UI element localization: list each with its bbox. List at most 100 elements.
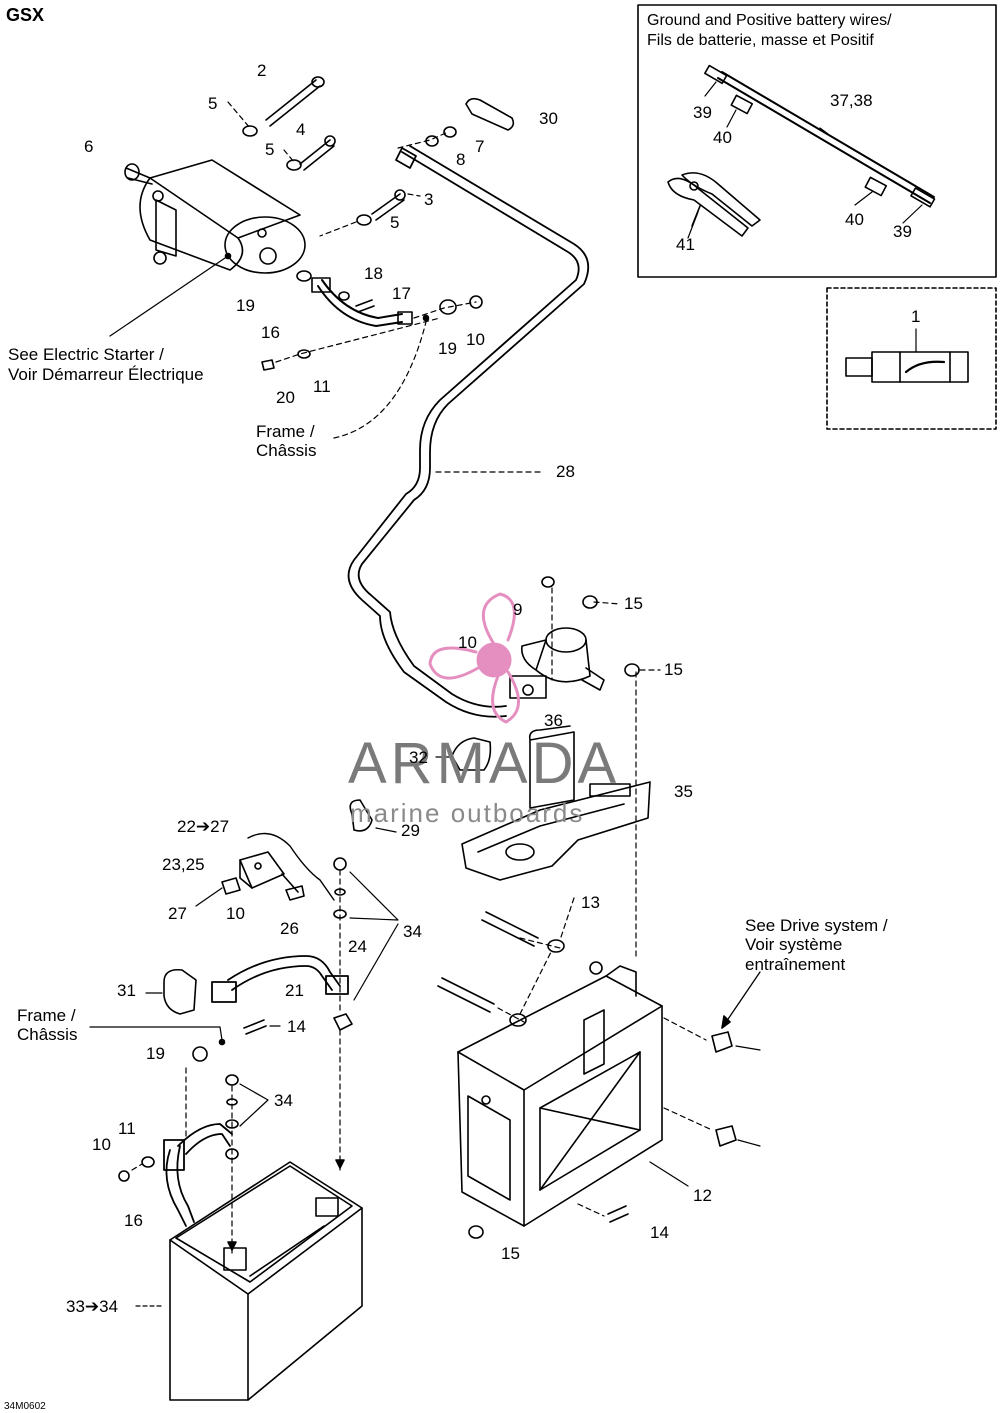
part-label: 2	[257, 61, 267, 80]
battery-wire-37-38	[704, 64, 936, 208]
screw-20	[261, 359, 275, 371]
callout-starter-fr: Voir Démarreur Électrique	[8, 365, 204, 384]
electric-starter	[124, 159, 306, 274]
starter-relay-9	[509, 627, 605, 699]
starter-bolts	[242, 76, 457, 226]
part-label: 8	[456, 150, 466, 169]
star-washer-19	[192, 1046, 208, 1062]
callout-drive-en: See Drive system /	[745, 916, 888, 935]
inset-title-fr: Fils de batterie, masse et Positif	[647, 32, 874, 49]
part-label: 20	[276, 388, 295, 407]
crimp-tool-41	[667, 172, 761, 237]
boot-30	[465, 97, 515, 131]
part-label: 15	[624, 594, 643, 613]
part-label: 11	[118, 1119, 136, 1138]
callout-frame-upper-en: Frame /	[256, 422, 315, 441]
nut-15c	[624, 663, 640, 677]
part-label: 12	[693, 1186, 712, 1205]
inset-part-1-frame	[826, 287, 997, 430]
part-label: 4	[296, 120, 306, 139]
terminal-cover-36	[528, 725, 575, 809]
part-label: 17	[392, 284, 411, 303]
watermark-tagline: marine outboards	[350, 798, 585, 828]
positive-cable-28	[347, 145, 590, 718]
tray-bolts	[437, 911, 737, 1239]
part-label: 27	[168, 904, 187, 923]
inset-battery-wires-frame	[637, 4, 997, 278]
part-label: 19	[438, 339, 457, 358]
part-label: 35	[674, 782, 693, 801]
part-label: 9	[513, 600, 523, 619]
part-label: 22➔27	[177, 817, 230, 836]
part-label: 10	[458, 633, 477, 652]
nut-10d	[118, 1170, 130, 1182]
solenoid-part-1	[845, 351, 969, 383]
callout-frame-lower-fr: Châssis	[17, 1025, 78, 1044]
part-label: 15	[501, 1244, 520, 1263]
callout-frame-lower-en: Frame /	[17, 1006, 76, 1025]
terminal-hardware-34b	[225, 1074, 239, 1257]
part-label: 40	[713, 128, 732, 147]
nut-15b	[582, 595, 598, 609]
part-label: 29	[401, 821, 420, 840]
callout-drive-fr-2: entraînement	[745, 955, 846, 974]
inset-title-en: Ground and Positive battery wires/	[647, 12, 892, 29]
callout-drive-fr-1: Voir système	[745, 935, 843, 954]
drawing-code: 34M0602	[4, 1401, 46, 1412]
terminal-hardware-34a	[333, 857, 353, 1175]
part-label: 19	[236, 296, 255, 315]
part-label: 28	[556, 462, 575, 481]
part-label: 24	[348, 937, 367, 956]
boot-31	[163, 968, 197, 1015]
watermark-brand: ARMADA	[348, 731, 621, 796]
part-label: 32	[409, 748, 428, 767]
boot-29	[349, 799, 373, 832]
washer-11	[297, 349, 311, 359]
part-label: 10	[466, 330, 485, 349]
part-label: 23,25	[162, 855, 205, 874]
heat-shrink-40	[730, 94, 888, 197]
callout-frame-upper-fr: Châssis	[256, 441, 317, 460]
part-label: 11	[313, 377, 331, 396]
starter-cable-16	[296, 270, 413, 327]
part-label: 16	[261, 323, 280, 342]
part-label: 16	[124, 1211, 143, 1230]
battery-tray-12	[457, 961, 663, 1227]
ground-cable-21	[211, 955, 349, 1003]
washer-19	[439, 299, 457, 315]
part-label: 14	[287, 1017, 306, 1036]
part-label: 18	[364, 264, 383, 283]
nut-15a	[541, 576, 555, 588]
part-label: 10	[226, 904, 245, 923]
part-label: 15	[664, 660, 683, 679]
part-label: 33➔34	[66, 1297, 119, 1316]
bolt-14	[243, 1019, 267, 1035]
callout-starter-en: See Electric Starter /	[8, 345, 164, 364]
part-label: 7	[475, 137, 485, 156]
fuse-holder-23-25	[239, 832, 335, 901]
part-label: 40	[845, 210, 864, 229]
part-label: 30	[539, 109, 558, 128]
part-label: 6	[84, 137, 94, 156]
part-label: 1	[911, 307, 921, 326]
nut-10	[469, 295, 483, 309]
bracket-35	[461, 781, 651, 881]
part-label: 21	[285, 981, 304, 1000]
part-label: 39	[693, 103, 712, 122]
part-label: 41	[676, 235, 695, 254]
part-label: 14	[650, 1223, 669, 1242]
part-label: 34	[403, 922, 422, 941]
ground-cable-16	[163, 1123, 233, 1227]
model-title: GSX	[6, 5, 45, 25]
part-label: 26	[280, 919, 299, 938]
terminal-boot-32	[451, 737, 492, 771]
part-label: 37,38	[830, 91, 873, 110]
part-label: 10	[92, 1135, 111, 1154]
part-label: 39	[893, 222, 912, 241]
part-label: 5	[208, 94, 218, 113]
battery-33	[169, 1161, 363, 1401]
fuse-cap-27	[221, 877, 241, 895]
part-label: 13	[581, 893, 600, 912]
